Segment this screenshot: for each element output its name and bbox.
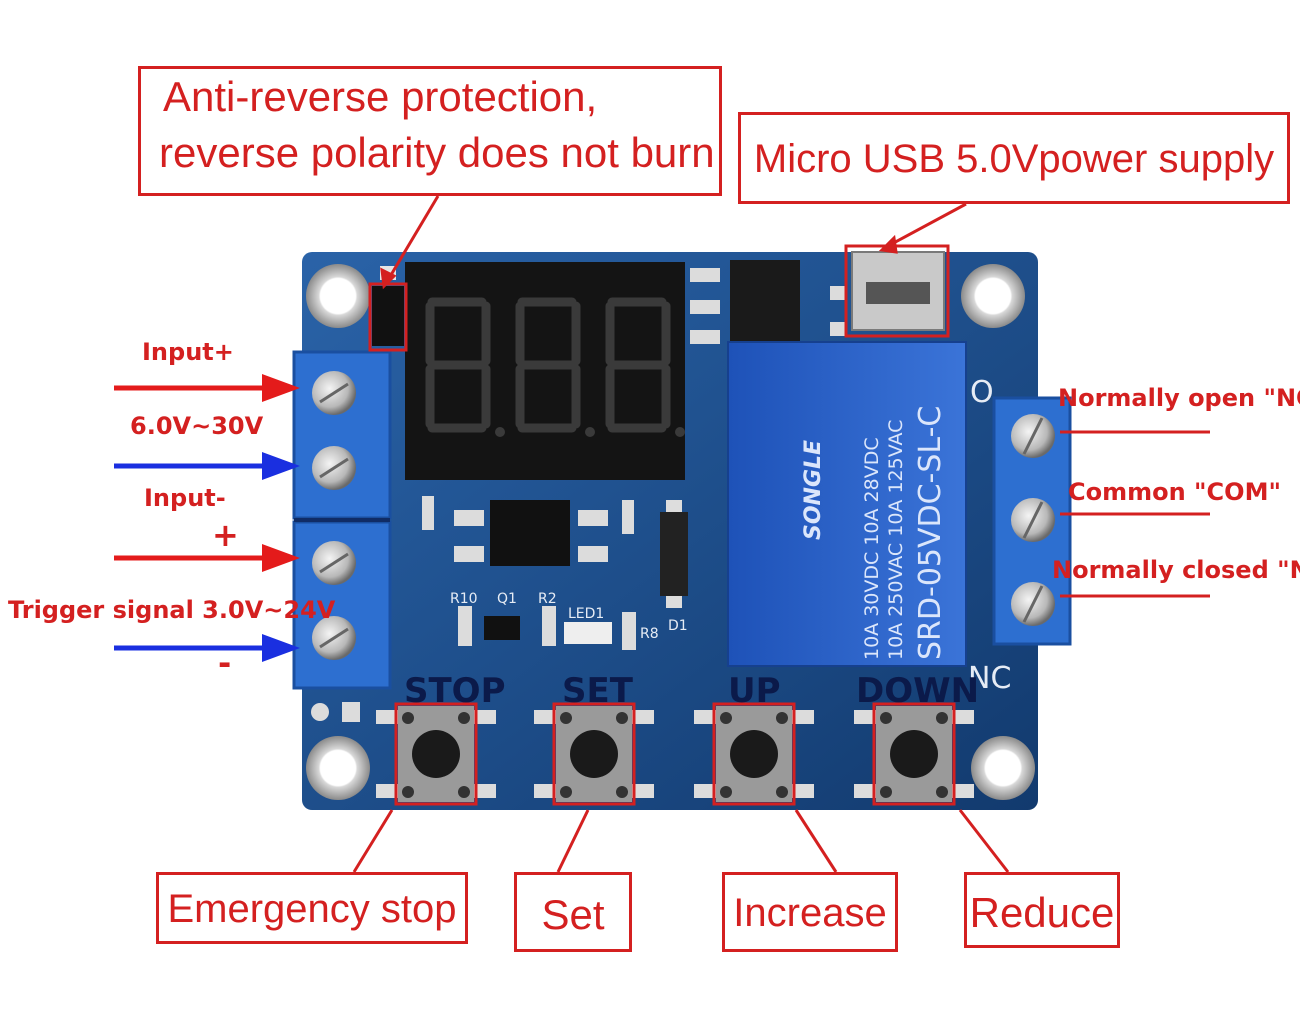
anti-reverse-line1: Anti-reverse protection, [163,73,598,120]
stop-button [376,706,496,802]
set-callout: Set [514,872,632,952]
relay-rating-1: 10A 250VAC 10A 125VAC [885,420,907,660]
reduce-callout: Reduce [964,872,1120,948]
seven-segment-display [405,262,685,480]
up-button [694,706,814,802]
reduce-label: Reduce [969,889,1115,936]
anti-reverse-callout: Anti-reverse protection, reverse polarit… [138,66,722,196]
normally-closed-label: Normally closed "NC" [1052,556,1300,584]
led1 [564,622,612,644]
voltage-range-label: 6.0V~30V [130,412,264,440]
optocoupler [490,500,570,566]
increase-label: Increase [733,891,887,935]
micro-usb-callout: Micro USB 5.0Vpower supply [738,112,1290,204]
down-button [854,706,974,802]
anti-reverse-diode [372,286,404,346]
mounting-hole [306,736,370,800]
set-button [534,706,654,802]
leader-reduce [958,809,1010,873]
input-arrows [114,374,300,662]
leader-usb [887,202,967,248]
input-plus-label: Input+ [142,338,234,366]
plus-sign: + [212,516,239,554]
silk-led1: LED1 [568,606,604,622]
highlight-set [552,702,636,806]
highlight-up [712,702,796,806]
leader-set [556,809,590,873]
silk-r8: R8 [640,626,659,642]
mounting-hole [971,736,1035,800]
relay-rating-2: 10A 30VDC 10A 28VDC [861,437,883,660]
silk-nc: NC [968,661,1011,696]
leader-anti-reverse [386,195,440,281]
set-label: Set [541,891,605,938]
relay-brand: SONGLE [801,440,826,540]
highlight-stop [394,702,478,806]
normally-open-label: Normally open "NO" [1058,384,1300,412]
anti-reverse-line2: reverse polarity does not burn [159,129,715,176]
silk-d1: D1 [668,618,688,634]
highlight-usb [844,244,950,338]
trigger-signal-label: Trigger signal 3.0V~24V [8,596,336,624]
silk-no: O [970,375,994,410]
leader-stop [352,809,394,873]
micro-usb-label: Micro USB 5.0Vpower supply [753,137,1275,181]
relay [727,341,967,667]
silk-r10: R10 [450,591,478,607]
increase-callout: Increase [722,872,898,952]
emergency-stop-callout: Emergency stop [156,872,468,944]
display-digits [425,297,685,437]
leader-increase [794,809,838,873]
diode-d1 [660,512,688,596]
silk-r2: R2 [538,591,557,607]
mounting-hole [306,264,370,328]
regulator-ic [730,260,800,350]
minus-sign: - [218,644,232,682]
common-label: Common "COM" [1068,478,1281,506]
silk-q1: Q1 [497,591,517,607]
input-minus-label: Input- [144,484,226,512]
emergency-stop-label: Emergency stop [167,887,457,931]
buttons [376,706,974,802]
relay-model: SRD-05VDC-SL-C [913,406,948,660]
highlight-down [872,702,956,806]
mounting-hole [961,264,1025,328]
